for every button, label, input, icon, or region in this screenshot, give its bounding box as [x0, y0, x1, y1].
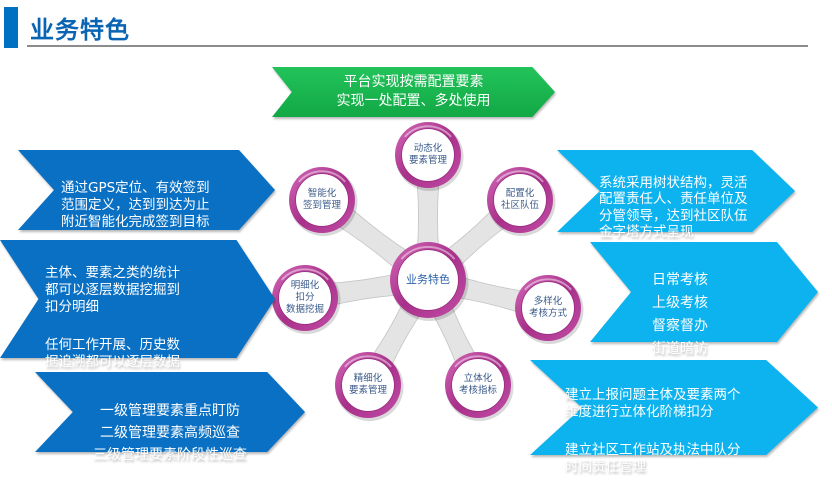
hub-node-stereo [445, 352, 514, 421]
right-panel-tree: 系统采用树状结构，灵活 配置责任人、责任单位及 分管领导，达到社区队伍 金字塔方… [557, 150, 795, 240]
hub-node-diverse [515, 275, 584, 344]
hub-node-config [487, 167, 556, 236]
left-panel-datamining: 主体、要素之类的统计 都可以逐层数据挖掘到 扣分明细 任何工作开展、历史数 据追… [0, 240, 275, 387]
left-panel-2-text-1: 主体、要素之类的统计 都可以逐层数据挖掘到 扣分明细 [45, 265, 180, 315]
right-panel-3-text-1: 建立上报问题主体及要素两个 维度进行立体化阶梯扣分 [565, 387, 741, 420]
hub-node-refined [335, 352, 404, 421]
hub-node-detail [272, 265, 341, 334]
hub-node-label-config: 配置化 社区队伍 [500, 188, 540, 211]
right-panel-assessment: 日常考核 上级考核 督察督办 街道暗访 [590, 242, 818, 357]
header-accent-bar [4, 7, 18, 48]
page-title: 业务特色 [30, 16, 130, 44]
hub-node-label-dynamic: 动态化 要素管理 [408, 143, 448, 166]
hub-node-label-refined: 精细化 要素管理 [348, 373, 388, 396]
hub-diagram [272, 122, 584, 421]
hub-node-label-stereo: 立体化 考核指标 [458, 373, 498, 396]
hub-center-ring [390, 242, 469, 321]
top-banner-line-2: 实现一处配置、多处使用 [336, 93, 491, 109]
hub-node-label-detail: 明细化 扣分 数据挖掘 [285, 280, 325, 315]
hub-center-label: 业务特色 [406, 273, 450, 286]
hub-node-label-smart: 智能化 签到管理 [302, 188, 342, 211]
top-banner: 平台实现按需配置要素 实现一处配置、多处使用 [272, 67, 555, 117]
header-divider [27, 45, 808, 47]
left-panel-3-text: 一级管理要素重点盯防 二级管理要素高频巡查 三级管理要素阶段性巡查 [93, 403, 247, 463]
right-panel-3-text-2: 建立社区工作站及执法中队分 时间责任管理 [565, 442, 741, 475]
left-panel-levels: 一级管理要素重点盯防 二级管理要素高频巡查 三级管理要素阶段性巡查 [35, 372, 305, 463]
right-panel-stereo: 建立上报问题主体及要素两个 维度进行立体化阶梯扣分 建立社区工作站及执法中队分 … [530, 360, 818, 475]
left-panel-1-text: 通过GPS定位、有效签到 范围定义，达到到达为止 附近智能化完成签到目标 [61, 180, 210, 230]
right-panel-2-text: 日常考核 上级考核 督察督办 街道暗访 [652, 272, 708, 357]
left-panel-checkin: 通过GPS定位、有效签到 范围定义，达到到达为止 附近智能化完成签到目标 [18, 150, 275, 230]
hub-node-label-diverse: 多样化 考核方式 [528, 296, 568, 319]
right-panel-1-text: 系统采用树状结构，灵活 配置责任人、责任单位及 分管领导，达到社区队伍 金字塔方… [599, 174, 748, 241]
hub-node-dynamic [395, 122, 464, 191]
top-banner-line-1: 平台实现按需配置要素 [343, 74, 484, 90]
hub-node-smart [289, 167, 358, 236]
